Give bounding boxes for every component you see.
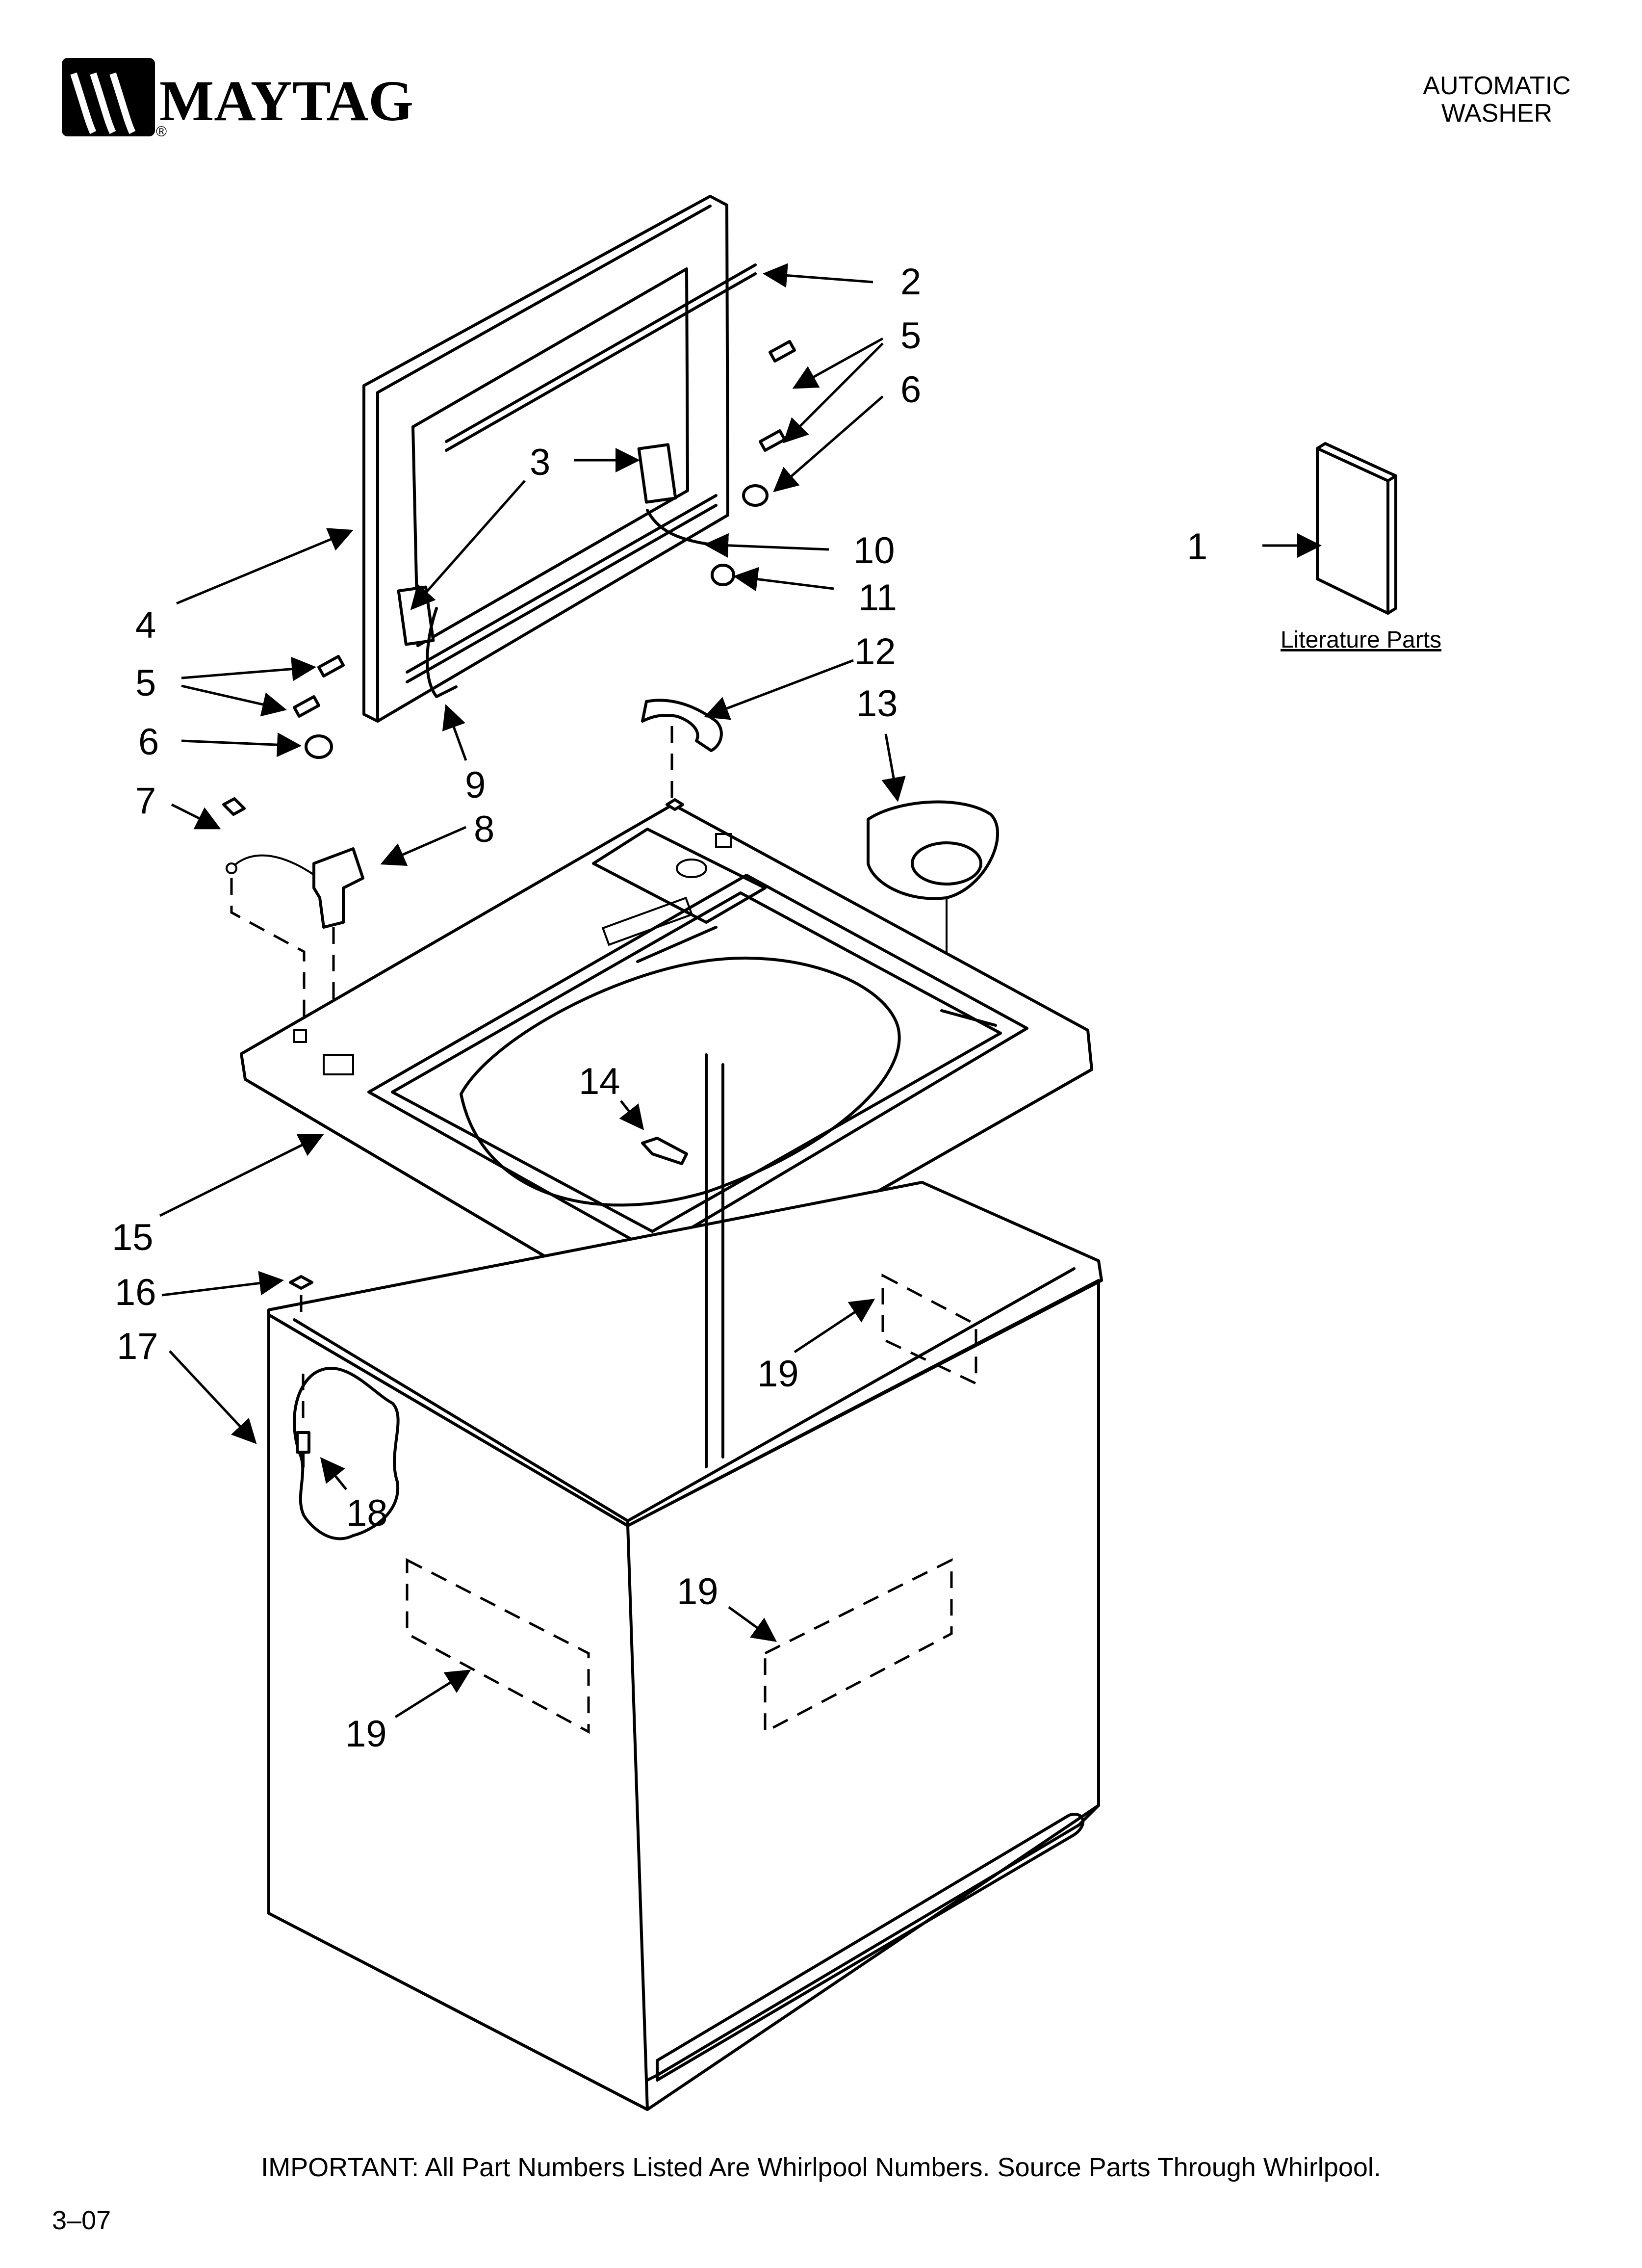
doc-type-line-1: AUTOMATIC (1423, 72, 1570, 100)
callout-11: 11 (858, 577, 897, 619)
page-code: 3–07 (52, 2206, 111, 2235)
clip-and-dispenser (641, 699, 1000, 1045)
callout-3: 3 (530, 442, 550, 483)
callout-12: 12 (854, 631, 896, 673)
callout-5-lower: 5 (135, 662, 156, 704)
callout-18: 18 (346, 1492, 388, 1534)
callout-7: 7 (135, 780, 156, 822)
callout-17: 17 (117, 1326, 158, 1367)
callout-10: 10 (853, 530, 895, 572)
callout-2: 2 (900, 261, 921, 303)
callout-8: 8 (474, 808, 494, 850)
callout-19-rear: 19 (757, 1353, 799, 1395)
registered-mark: ® (156, 124, 167, 140)
top-screw (641, 1137, 688, 1165)
callout-14: 14 (579, 1061, 620, 1102)
callout-15: 15 (112, 1217, 154, 1258)
callout-13: 13 (856, 683, 898, 725)
lid-assembly (362, 195, 757, 723)
important-notice: IMPORTANT: All Part Numbers Listed Are W… (261, 2153, 1381, 2182)
maytag-logo: MAYTAG ® (62, 58, 413, 140)
callout-1: 1 (1187, 526, 1207, 568)
callout-16: 16 (115, 1272, 156, 1313)
doc-type-line-2: WASHER (1441, 99, 1552, 128)
callout-9: 9 (465, 764, 486, 806)
callout-19-left: 19 (345, 1713, 387, 1755)
literature-caption: Literature Parts (1281, 627, 1441, 653)
washer-top (240, 798, 1093, 1321)
callout-19-right: 19 (677, 1571, 718, 1613)
callout-5-upper: 5 (900, 315, 921, 357)
callout-4: 4 (135, 604, 156, 646)
callout-6-lower: 6 (138, 721, 159, 763)
brand-name: MAYTAG (159, 69, 413, 133)
callout-leaders (159, 263, 1322, 1719)
washer-cabinet (267, 1053, 1103, 2111)
callout-6-upper: 6 (900, 369, 921, 411)
literature-booklet (1316, 442, 1397, 615)
